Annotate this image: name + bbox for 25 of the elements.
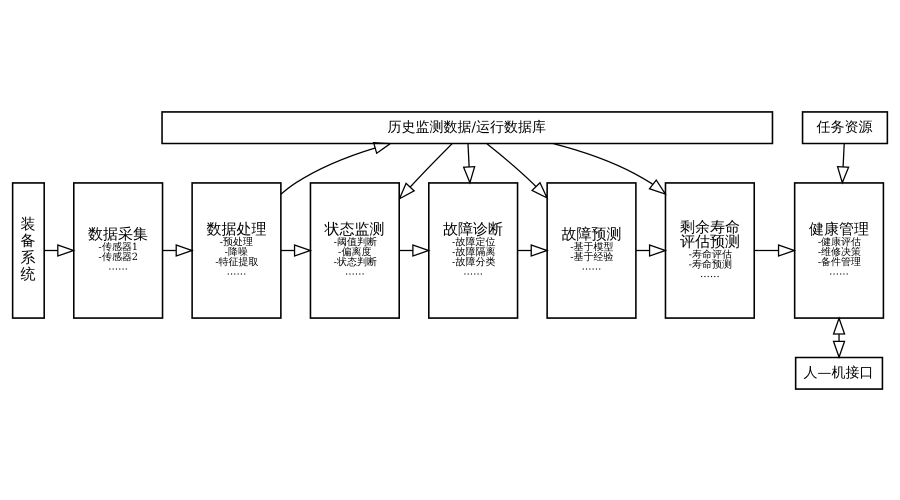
arrow (832, 316, 846, 359)
node-box: 任务资源 (802, 110, 888, 144)
node-box: 人—机接口 (794, 356, 884, 390)
arrow (518, 244, 549, 256)
arrow (836, 143, 850, 184)
node-box: 历史监测数据/运行数据库 (161, 110, 774, 144)
arrow (462, 143, 476, 184)
arrow (552, 142, 667, 195)
arrow (398, 142, 453, 200)
node-box: 故障诊断 -故障定位 -故障隔离 -故障分类 …… (428, 182, 518, 318)
arrow (754, 244, 796, 256)
node-box: 数据采集 -传感器1 -传感器2 …… (73, 182, 164, 318)
arrow (280, 141, 392, 194)
node-box: 装备系统 (12, 182, 45, 318)
node-box: 健康管理 -健康评估 -维修决策 -备件管理 …… (794, 182, 884, 318)
arrow (636, 244, 668, 256)
node-box: 数据处理 -预处理 -降噪 -特征提取 …… (191, 182, 282, 318)
node-box: 状态监测 -阈值判断 -偏离度 -状态判断 …… (310, 182, 400, 318)
node-box: 故障预测 -基于模型 -基于经验 …… (546, 182, 637, 318)
node-box: 剩余寿命评估预测 -寿命评估 -寿命预测 …… (664, 182, 756, 318)
arrow (44, 244, 76, 256)
arrow (400, 244, 431, 256)
arrow (486, 142, 548, 199)
arrow (163, 244, 194, 256)
arrow (281, 244, 312, 256)
